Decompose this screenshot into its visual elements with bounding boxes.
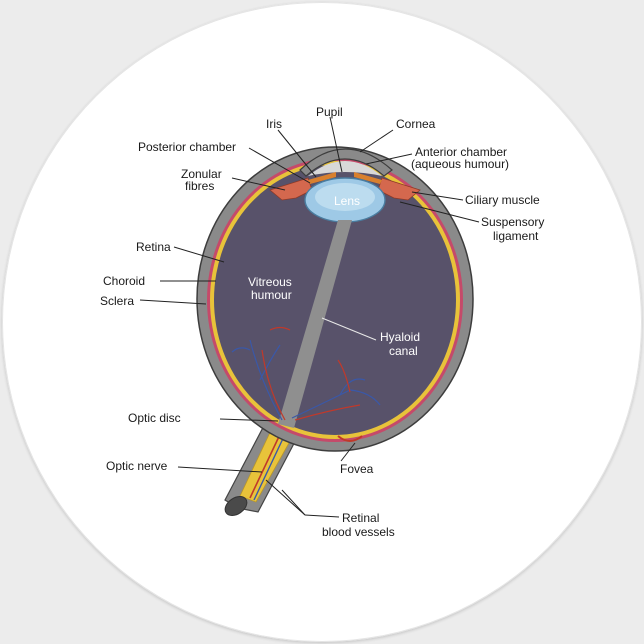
cornea-shape [299,148,393,177]
vitreous-shape [214,165,456,435]
label-iris: Iris [266,117,282,131]
hyaloid-canal-shape [278,220,352,428]
retinal-vessels-shape [231,326,381,421]
label-anterior-chamber: Anterior chamber [415,145,507,159]
label-canal: canal [389,344,418,358]
label-pupil: Pupil [316,105,343,119]
label-blood-vessels: blood vessels [322,525,395,539]
iris-shape-right [354,172,382,184]
label-aqueous-humour: (aqueous humour) [411,157,509,171]
label-posterior-chamber: Posterior chamber [138,140,236,154]
ciliary-right-shape [377,177,421,201]
fovea-shape [337,435,363,442]
lens-highlight [315,183,375,211]
label-cornea: Cornea [396,117,436,131]
label-fovea: Fovea [340,462,374,476]
label-retinal: Retinal [342,511,379,525]
label-hyaloid: Hyaloid [380,330,420,344]
label-zonular: Zonular [181,167,222,181]
label-optic-nerve: Optic nerve [106,459,168,473]
label-sclera: Sclera [100,294,134,308]
optic-nerve-shape [224,417,301,517]
label-vitreous: Vitreous [248,275,292,289]
label-ligament: ligament [493,229,539,243]
label-lens: Lens [334,194,360,208]
label-suspensory: Suspensory [481,215,544,229]
label-fibres: fibres [185,179,214,193]
iris-shape [308,172,336,184]
label-ciliary-muscle: Ciliary muscle [465,193,540,207]
label-choroid: Choroid [103,274,145,288]
label-retina: Retina [136,240,171,254]
leader-lines [139,116,480,518]
label-optic-disc: Optic disc [128,411,181,425]
label-humour: humour [251,288,292,302]
ciliary-left-shape [269,177,313,201]
anterior-chamber-shape [308,161,382,176]
